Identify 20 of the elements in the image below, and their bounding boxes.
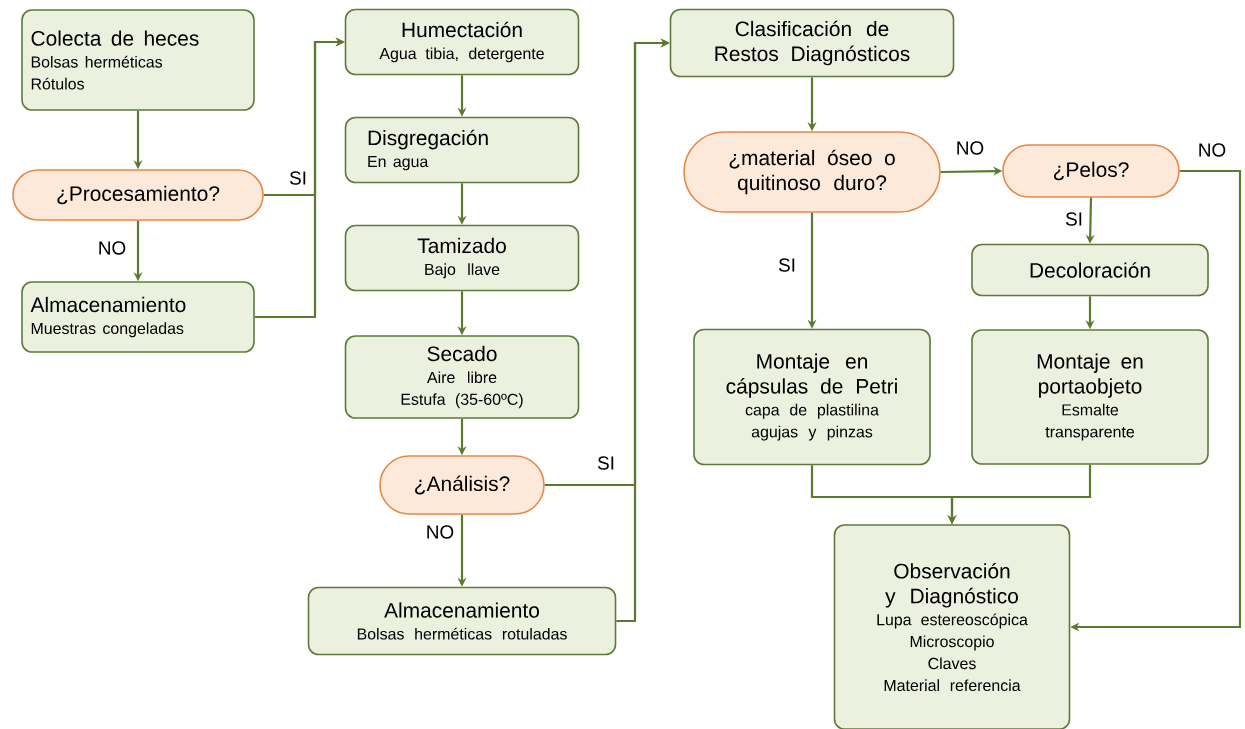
edge-label: SI [596,455,616,471]
process-box: Almacenamiento Muestras congeladas [21,281,255,353]
process-box: Tamizado Bajo llave [344,224,580,292]
edge-label: NO [954,140,986,156]
edge-label: SI [1064,211,1084,227]
edge-label: NO [424,524,456,540]
edge-label: NO [96,240,128,256]
process-box: Disgregación En agua [344,116,580,184]
process-box: Colecta de heces Bolsas herméticas Rótulos [21,9,255,111]
edge-label: SI [288,170,308,186]
process-box: Observación y Diagnóstico Lupa estereoscópica Microscopio Claves Material referencia [833,524,1071,729]
edge-label: NO [1196,142,1228,158]
process-box: Montaje en cápsulas de Petri capa de plastilina agujas y pinzas [693,328,931,466]
process-box: Clasificación de Restos Diagnósticos [669,8,955,78]
process-box: Montaje en portaobjeto Esmalte transparente [971,329,1209,465]
process-box: Decoloración [971,243,1209,297]
process-box: Secado Aire libre Estufa (35-60ºC) [344,335,580,419]
process-box: Humectación Agua tibia, detergente [344,8,580,76]
process-box: Almacenamiento Bolsas herméticas rotuladas [307,586,617,656]
edge-label: SI [777,257,797,273]
